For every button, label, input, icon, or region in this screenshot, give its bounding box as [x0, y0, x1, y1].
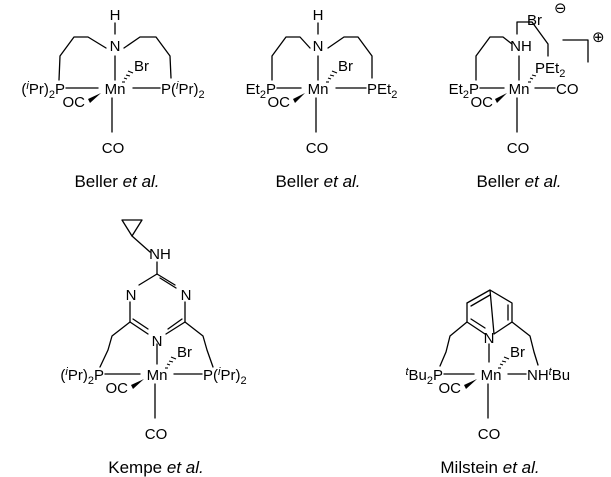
atom-n: N — [313, 38, 324, 55]
atom-n-ring-left: N — [126, 287, 137, 304]
atom-mn: Mn — [481, 367, 502, 384]
atom-h: H — [110, 7, 121, 24]
atom-co: CO — [507, 140, 530, 157]
atom-mn: Mn — [509, 81, 530, 98]
atom-oc: OC — [268, 94, 291, 111]
complex-beller-ipr: H N Br Mn OC CO (iPr)2P P(iPr)2 Beller e… — [21, 7, 204, 191]
complex-beller-cationic: Br ⊖ ⊕ NH PEt2 Mn OC CO CO Et2P Beller e… — [449, 0, 605, 191]
atom-nh-amine: NH — [149, 246, 171, 263]
hashed-bond — [165, 356, 177, 369]
caption-kempe: Kempe et al. — [108, 458, 203, 477]
complex-kempe: NH N N N Br Mn OC CO (iPr)2P P(iPr)2 Kem… — [60, 219, 247, 477]
ligand-ipr2p-left: (iPr)2P — [21, 80, 65, 101]
atom-oc: OC — [471, 94, 494, 111]
caption-beller-2: Beller et al. — [275, 172, 360, 191]
atom-br-counterion: Br — [527, 12, 542, 29]
hashed-bond — [528, 74, 537, 83]
ligand-pipr2-right: P(iPr)2 — [203, 366, 247, 387]
atom-oc: OC — [106, 380, 129, 397]
atom-co-equatorial: CO — [556, 81, 579, 98]
charge-minus: ⊖ — [554, 0, 567, 17]
atom-n-ring-bottom: N — [152, 333, 163, 350]
ligand-pet2-axial: PEt2 — [535, 60, 565, 80]
atom-br: Br — [338, 58, 353, 75]
hashed-bond — [326, 70, 338, 83]
complex-beller-et: H N Br Mn OC CO Et2P PEt2 Beller et al. — [246, 7, 398, 191]
wedge-bond — [131, 379, 144, 389]
ligand-pipr2-right: P(iPr)2 — [161, 80, 205, 101]
atom-br: Br — [177, 344, 192, 361]
ligand-et2p-left: Et2P — [449, 81, 479, 101]
wedge-bond — [495, 93, 507, 103]
atom-n-ring-right: N — [181, 287, 192, 304]
atom-h: H — [313, 7, 324, 24]
atom-co: CO — [145, 426, 168, 443]
wedge-bond — [293, 93, 305, 103]
ligand-nhtbu-right: NHtBu — [527, 366, 570, 384]
complex-milstein: N Br Mn OC CO tBu2P NHtBu Milstein et al… — [405, 289, 570, 477]
atom-br: Br — [510, 344, 525, 361]
wedge-bond — [464, 379, 477, 389]
ligand-pet2-right: PEt2 — [367, 81, 397, 101]
atom-mn: Mn — [308, 81, 329, 98]
atom-co: CO — [102, 140, 125, 157]
ligand-tbu2p-left: tBu2P — [405, 366, 443, 387]
atom-co: CO — [306, 140, 329, 157]
atom-nh: NH — [510, 38, 532, 55]
atom-co: CO — [478, 426, 501, 443]
hashed-bond — [498, 356, 510, 369]
atom-n: N — [110, 38, 121, 55]
atom-oc: OC — [63, 94, 86, 111]
atom-mn: Mn — [147, 367, 168, 384]
charge-plus: ⊕ — [592, 29, 605, 46]
atom-br: Br — [134, 58, 149, 75]
caption-beller-3: Beller et al. — [476, 172, 561, 191]
ligand-et2p-left: Et2P — [246, 81, 276, 101]
caption-beller-1: Beller et al. — [74, 172, 159, 191]
caption-milstein: Milstein et al. — [440, 458, 539, 477]
charge-bracket — [562, 39, 589, 63]
atom-oc: OC — [439, 380, 462, 397]
atom-n-pyridine: N — [484, 330, 495, 347]
wedge-bond — [88, 93, 101, 103]
ligand-ipr2p-left: (iPr)2P — [60, 366, 104, 387]
hashed-bond — [122, 70, 134, 83]
atom-mn: Mn — [105, 81, 126, 98]
